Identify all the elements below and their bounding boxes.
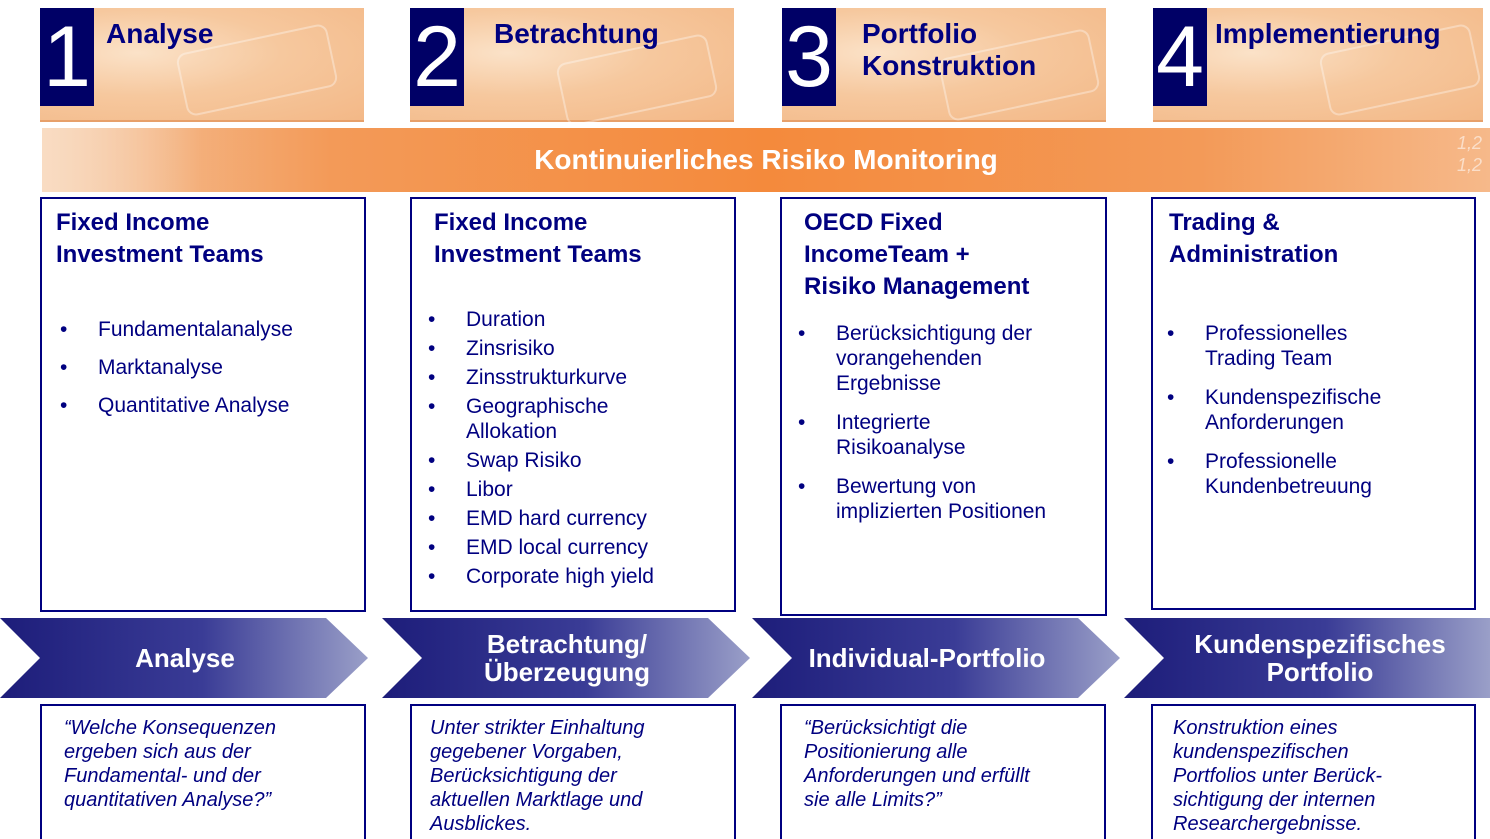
bullet-list: Fundamentalanalyse Marktanalyse Quantita…	[56, 317, 358, 418]
arrow-label: Kundenspezifisches Portfolio	[1194, 629, 1446, 687]
process-arrow-2: Betrachtung/ Überzeugung	[382, 618, 752, 698]
list-item: Marktanalyse	[56, 355, 358, 380]
bullet-list: Duration Zinsrisiko Zinsstrukturkurve Ge…	[424, 307, 728, 589]
stage-number: 3	[782, 8, 836, 106]
stage-title: Analyse	[106, 18, 214, 49]
bullet-list: Professionelles Trading Team Kundenspezi…	[1163, 321, 1434, 499]
quote-box-4: Konstruktion eines kundenspezifischen Po…	[1151, 704, 1476, 839]
stage-background	[782, 8, 1106, 122]
risk-monitoring-band: 1,2 1,2 Kontinuierliches Risiko Monitori…	[42, 128, 1490, 192]
stage-number: 4	[1153, 8, 1207, 106]
panel-title: Fixed Income Investment Teams	[434, 209, 642, 268]
band-decoration-digits: 1,2 1,2	[1456, 133, 1482, 175]
list-item: Zinsstrukturkurve	[424, 365, 728, 390]
list-item: EMD local currency	[424, 535, 728, 560]
list-item: Geographische Allokation	[424, 394, 728, 444]
list-item: Kundenspezifische Anforderungen	[1163, 385, 1434, 435]
stage-title: Portfolio Konstruktion	[862, 18, 1037, 81]
stage-title: Implementierung	[1215, 18, 1441, 49]
list-item: Libor	[424, 477, 728, 502]
list-item: EMD hard currency	[424, 506, 728, 531]
chevron-shape	[1124, 618, 1490, 698]
list-item: Corporate high yield	[424, 564, 728, 589]
panel-implementierung: Trading & Administration Professionelles…	[1151, 197, 1476, 610]
quote-text: “Berücksichtigt die Positionierung alle …	[804, 717, 1030, 811]
list-item: Fundamentalanalyse	[56, 317, 358, 342]
stage-background	[1153, 8, 1483, 122]
chevron-shape	[752, 618, 1120, 698]
chevron-shape	[382, 618, 750, 698]
list-item: Bewertung von implizierten Positionen	[794, 474, 1085, 524]
stage-title: Betrachtung	[494, 18, 659, 49]
stage-number: 1	[40, 8, 94, 106]
stage-background	[410, 8, 734, 122]
panel-portfolio-konstruktion: OECD Fixed IncomeTeam + Risiko Managemen…	[780, 197, 1107, 616]
list-item: Integrierte Risikoanalyse	[794, 410, 1085, 460]
panel-title: Trading & Administration	[1169, 209, 1339, 268]
stage-header-2: 2 Betrachtung	[410, 8, 734, 122]
bullet-list: Berücksichtigung der vorangehenden Ergeb…	[794, 321, 1085, 524]
quote-text: Konstruktion eines kundenspezifischen Po…	[1173, 717, 1382, 835]
list-item: Duration	[424, 307, 728, 332]
band-photo-area	[42, 128, 202, 192]
list-item: Berücksichtigung der vorangehenden Ergeb…	[794, 321, 1085, 396]
stage-header-4: 4 Implementierung	[1153, 8, 1483, 122]
chevron-shape	[0, 618, 368, 698]
stage-background	[40, 8, 364, 122]
list-item: Swap Risiko	[424, 448, 728, 473]
list-item: Professionelle Kundenbetreuung	[1163, 449, 1434, 499]
stage-number: 2	[410, 8, 464, 106]
list-item: Professionelles Trading Team	[1163, 321, 1434, 371]
list-item: Zinsrisiko	[424, 336, 728, 361]
panel-betrachtung: Fixed Income Investment Teams Duration Z…	[410, 197, 736, 612]
stage-header-1: 1 Analyse	[40, 8, 364, 122]
arrow-label: Individual-Portfolio	[808, 643, 1046, 673]
stage-header-3: 3 Portfolio Konstruktion	[782, 8, 1106, 122]
panel-title: OECD Fixed IncomeTeam + Risiko Managemen…	[804, 209, 1030, 300]
list-item: Quantitative Analyse	[56, 393, 358, 418]
arrow-label: Betrachtung/ Überzeugung	[483, 629, 651, 687]
quote-box-1: “Welche Konsequenzen ergeben sich aus de…	[40, 704, 366, 839]
panel-analyse: Fixed Income Investment Teams Fundamenta…	[40, 197, 366, 612]
quote-text: “Welche Konsequenzen ergeben sich aus de…	[64, 717, 276, 811]
process-arrow-1: Analyse	[0, 618, 370, 698]
quote-box-2: Unter strikter Einhaltung gegebener Vorg…	[410, 704, 736, 839]
process-arrow-3: Individual-Portfolio	[752, 618, 1122, 698]
arrow-label: Analyse	[135, 643, 235, 673]
quote-text: Unter strikter Einhaltung gegebener Vorg…	[430, 717, 645, 835]
panel-title: Fixed Income Investment Teams	[56, 209, 264, 268]
band-title: Kontinuierliches Risiko Monitoring	[534, 144, 998, 175]
process-arrow-4: Kundenspezifisches Portfolio	[1124, 618, 1490, 698]
quote-box-3: “Berücksichtigt die Positionierung alle …	[780, 704, 1106, 839]
